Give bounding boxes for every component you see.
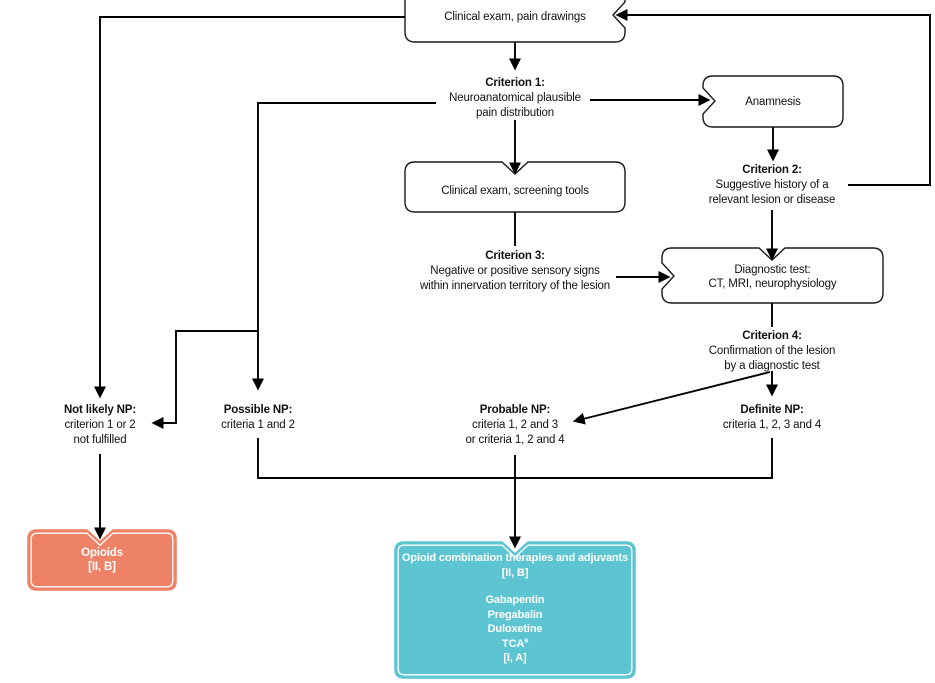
opioids-box-grade: [II, B]: [88, 561, 116, 573]
criterion-3-line2: within innervation territory of the lesi…: [420, 280, 610, 292]
arrow-top-to-not-likely: [94, 16, 405, 399]
combo-box-grade-bottom: [I, A]: [503, 652, 527, 664]
diagnostic-box-subtitle: CT, MRI, neurophysiology: [708, 278, 837, 290]
combo-box-inner-border: [397, 544, 633, 676]
clinical-exam-box: [404, 0, 626, 43]
anamnesis-box-label: Anamnesis: [703, 76, 843, 127]
arrow-c4-to-probable: [572, 371, 771, 425]
screening-box: [404, 161, 626, 213]
opioids-box-label: Opioids [II, B]: [28, 530, 176, 590]
criterion-2-line1: Suggestive history of a: [715, 179, 829, 191]
not-likely-np-title: Not likely NP:: [63, 404, 137, 416]
arrow-branch-to-not-likely: [151, 330, 258, 429]
criterion-1-line2: pain distribution: [475, 107, 554, 119]
diagnostic-box: [661, 247, 884, 304]
criterion-4-line1: Confirmation of the lesion: [708, 345, 836, 357]
combo-box-line1: Opioid combination therapies and adjuvan…: [402, 552, 628, 564]
criterion-2-title: Criterion 2:: [742, 164, 802, 176]
opioids-box: [27, 529, 177, 591]
clinical-exam-box-text: Clinical exam, pain drawings: [444, 11, 586, 23]
criterion-2-label: Criterion 2: Suggestive history of a rel…: [652, 163, 892, 208]
criterion-2-line2: relevant lesion or disease: [708, 194, 836, 206]
not-likely-np-line2: not fulfilled: [73, 434, 127, 446]
definite-np-title: Definite NP:: [740, 404, 804, 416]
probable-np-line1: criteria 1, 2 and 3: [471, 419, 558, 431]
criterion-3-line1: Negative or positive sensory signs: [430, 265, 600, 277]
criterion-3-label: Criterion 3: Negative or positive sensor…: [370, 249, 660, 294]
opioids-box-inner-border: [30, 532, 174, 588]
anamnesis-box: [702, 75, 844, 128]
combo-box-drug-duloxetine: Duloxetine: [487, 623, 543, 635]
outcome-probable-np: Probable NP: criteria 1, 2 and 3 or crit…: [425, 403, 605, 448]
diagnostic-box-label: Diagnostic test: CT, MRI, neurophysiolog…: [662, 254, 883, 300]
diagnostic-box-title: Diagnostic test:: [734, 264, 811, 276]
criterion-4-title: Criterion 4:: [742, 330, 802, 342]
combo-box-drug-tca: TCAa: [502, 636, 528, 650]
possible-np-title: Possible NP:: [223, 404, 293, 416]
clinical-exam-box-label: Clinical exam, pain drawings: [405, 2, 625, 32]
combo-box: [394, 541, 636, 679]
outcome-not-likely-np: Not likely NP: criterion 1 or 2 not fulf…: [20, 403, 180, 448]
combo-box-grade-top: [II, B]: [501, 566, 529, 579]
anamnesis-box-text: Anamnesis: [745, 95, 801, 108]
criterion-4-label: Criterion 4: Confirmation of the lesion …: [652, 329, 892, 374]
combo-box-drug-gabapentin: Gabapentin: [485, 594, 545, 606]
probable-np-line2: or criteria 1, 2 and 4: [465, 434, 565, 446]
opioids-box-line1: Opioids: [81, 546, 123, 559]
arrow-c1-to-possible: [252, 102, 436, 391]
definite-np-line1: criteria 1, 2, 3 and 4: [722, 419, 822, 431]
criterion-1-title: Criterion 1:: [485, 77, 545, 89]
combo-box-drug-pregabalin: Pregabalin: [487, 608, 543, 621]
combo-box-label: Opioid combination therapies and adjuvan…: [397, 551, 633, 666]
screening-box-label: Clinical exam, screening tools: [405, 170, 625, 212]
criterion-1-label: Criterion 1: Neuroanatomical plausible p…: [385, 76, 645, 121]
tca-footnote-marker: a: [524, 636, 528, 644]
screening-box-text: Clinical exam, screening tools: [441, 185, 589, 197]
outcome-possible-np: Possible NP: criteria 1 and 2: [178, 403, 338, 433]
possible-np-line1: criteria 1 and 2: [221, 419, 295, 431]
not-likely-np-line1: criterion 1 or 2: [64, 419, 136, 431]
criterion-1-line1: Neuroanatomical plausible: [449, 92, 581, 104]
outcome-definite-np: Definite NP: criteria 1, 2, 3 and 4: [682, 403, 862, 433]
criterion-4-line2: by a diagnostic test: [724, 360, 820, 372]
criterion-3-title: Criterion 3:: [485, 250, 545, 262]
probable-np-title: Probable NP:: [479, 404, 551, 416]
arrow-c2-feedback-to-top: [615, 9, 931, 186]
